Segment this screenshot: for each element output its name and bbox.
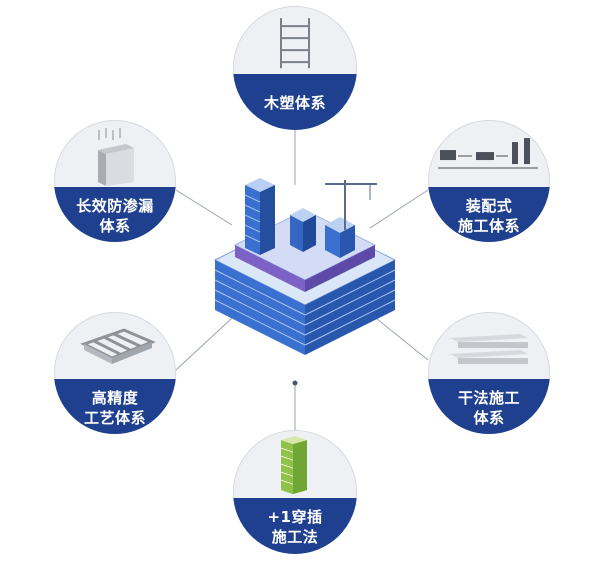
node-left-bottom-label-line1: 高精度 [91, 388, 139, 407]
node-left-bottom-label-line2: 工艺体系 [83, 408, 146, 427]
node-high-precision-process: 高精度 工艺体系 [54, 312, 176, 434]
node-left-bottom-band: 高精度 工艺体系 [54, 379, 176, 434]
node-right-top-band: 装配式 施工体系 [428, 187, 550, 242]
node-prefab-construction: 装配式 施工体系 [428, 120, 550, 242]
node-left-top-band: 长效防渗漏 体系 [54, 187, 176, 242]
node-top-label-line1: 木塑体系 [263, 94, 326, 113]
assembly-process-icon [438, 138, 538, 169]
node-dry-construction: 干法施工 体系 [428, 312, 550, 434]
waterproof-wall-icon [98, 128, 134, 187]
node-bottom-label-line1: +1穿插 [267, 508, 323, 527]
node-top-band: 木塑体系 [233, 74, 357, 130]
node-left-top-label-line1: 长效防渗漏 [76, 196, 154, 215]
node-right-top-label-line2: 施工体系 [457, 216, 520, 235]
ladder-icon [280, 18, 310, 69]
node-right-bottom-label-line2: 体系 [473, 408, 505, 427]
isometric-construction-site-icon [213, 178, 397, 355]
node-plus-one-interspersed: +1穿插 施工法 [233, 430, 357, 554]
node-left-top-label-line2: 体系 [99, 216, 131, 235]
building-stack-icon [280, 436, 307, 495]
dry-panel-icon [450, 334, 528, 365]
node-wood-plastic-system: 木塑体系 [233, 6, 357, 130]
node-right-bottom-band: 干法施工 体系 [428, 379, 550, 434]
node-right-bottom-label-line1: 干法施工 [457, 388, 520, 407]
node-bottom-label-line2: 施工法 [271, 528, 319, 547]
node-right-top-label-line1: 装配式 [465, 196, 513, 215]
node-bottom-band: +1穿插 施工法 [233, 498, 357, 554]
node-long-term-anti-leakage: 长效防渗漏 体系 [54, 120, 176, 242]
precision-frame-icon [80, 328, 156, 365]
